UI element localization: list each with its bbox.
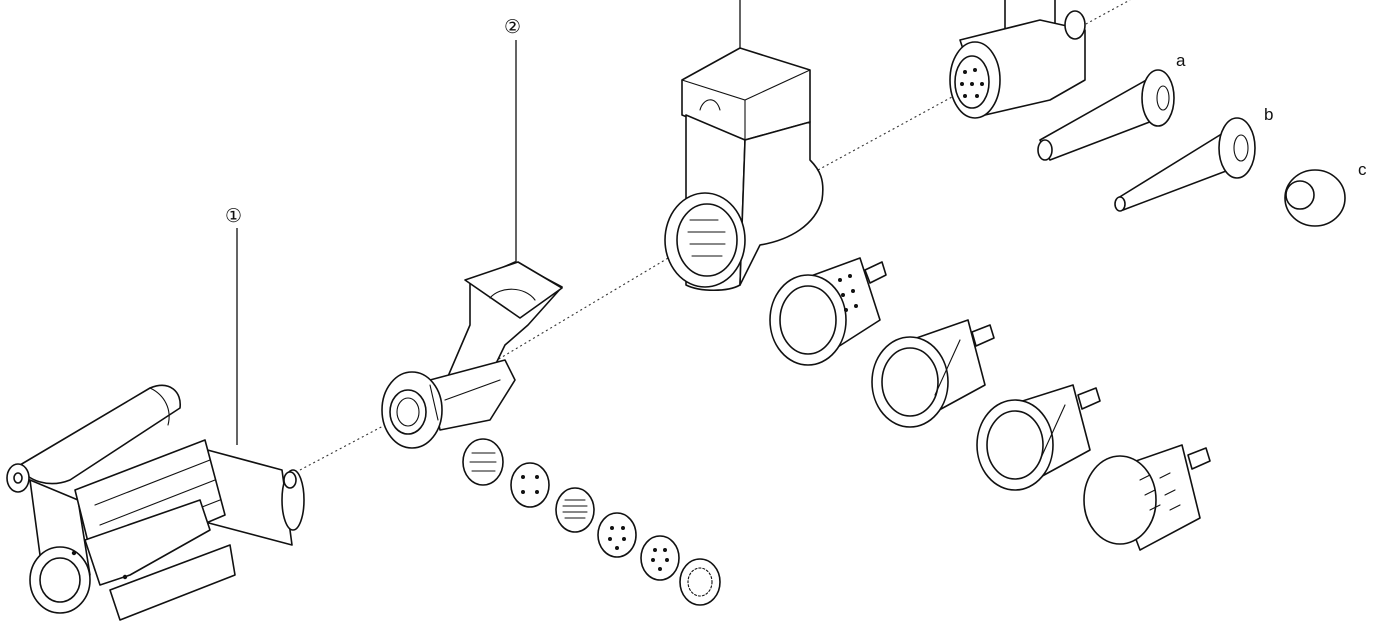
grinder-plate-1	[462, 438, 504, 486]
pasta-roller-attachment	[6, 384, 305, 621]
grinder-plate-5	[640, 535, 680, 581]
slicer-drum-thin	[976, 384, 1101, 491]
slicer-shredder-housing	[664, 47, 824, 292]
callout-2: ②	[504, 16, 521, 38]
grinder-plate-4	[597, 512, 637, 558]
grinder-plate-2	[510, 462, 550, 508]
letter-c: c	[1358, 160, 1367, 179]
sausage-nozzle-b	[1114, 117, 1256, 212]
letter-b: b	[1264, 105, 1273, 124]
shredder-drum-coarse	[1083, 444, 1211, 551]
slicer-drum-thick	[871, 319, 995, 428]
sausage-nozzle-a	[1037, 69, 1175, 161]
assembly-axis-left	[299, 424, 386, 471]
grinder-plate-6	[679, 558, 721, 606]
grinder-plate-3	[555, 487, 595, 533]
shredder-drum-fine	[769, 257, 887, 366]
sausage-stuffer-body	[949, 0, 1086, 119]
food-grinder-attachment	[381, 261, 563, 449]
letter-a: a	[1176, 51, 1186, 70]
callout-1: ①	[225, 205, 242, 227]
sausage-nozzle-c	[1284, 169, 1346, 227]
